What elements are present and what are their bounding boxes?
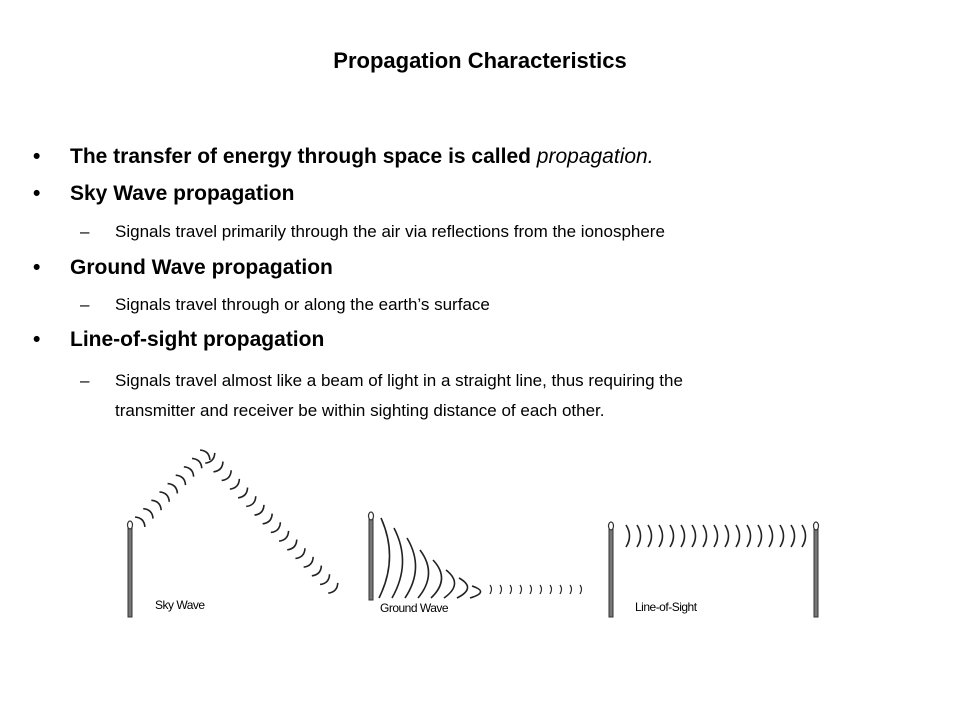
bullet-marker: • <box>33 182 41 205</box>
sky-wave-up-arc <box>135 516 146 527</box>
bullet-sky-wave: • Sky Wave propagation <box>33 182 294 206</box>
los-wave-arc <box>779 524 785 548</box>
sky-wave-down-arc <box>205 452 216 464</box>
ground-wave-dot <box>519 584 523 595</box>
los-wave-arc <box>691 524 697 548</box>
los-wave-arc <box>757 524 763 548</box>
dash-marker: – <box>80 222 90 241</box>
ground-wave-arc <box>391 527 404 599</box>
label-line-of-sight: Line-of-Sight <box>635 600 698 614</box>
slide-title: Propagation Characteristics <box>333 48 627 73</box>
los-wave-arc <box>713 524 719 548</box>
label-ground-wave: Ground Wave <box>380 601 449 615</box>
los-wave-arc <box>790 524 796 548</box>
ground-wave-dot <box>499 584 503 595</box>
sky-wave-down-arc <box>287 539 298 551</box>
sky-wave-down-arc <box>311 565 323 577</box>
sky-wave-down-arc <box>328 582 339 594</box>
los-wave-arc <box>724 524 730 548</box>
los-transmitter-antenna-tip <box>607 521 615 531</box>
sky-wave-up-arc <box>183 466 195 477</box>
ground-wave-arc <box>443 569 456 599</box>
sky-wave-up-arc <box>159 491 171 502</box>
ground-wave-arc <box>378 517 391 599</box>
los-wave-arc <box>680 524 686 548</box>
dash-marker: – <box>80 295 90 314</box>
ground-wave-dot <box>559 584 563 595</box>
ground-wave-antenna <box>368 518 374 601</box>
bullet-marker: • <box>33 328 41 351</box>
bullet-marker: • <box>33 145 41 168</box>
los-receiver-antenna <box>813 528 819 618</box>
sky-wave-down-arc <box>303 556 314 568</box>
sky-wave-down-arc <box>254 504 265 516</box>
sub-bullet-line-of-sight: – Signals travel almost like a beam of li… <box>80 371 683 391</box>
los-wave-arc <box>801 524 807 548</box>
bullet-line-of-sight: • Line-of-sight propagation <box>33 328 324 352</box>
ground-wave-arc <box>456 577 469 599</box>
sky-wave-down-arc <box>221 470 232 482</box>
sky-wave-down-arc <box>246 496 257 508</box>
sky-wave-down-arc <box>278 530 290 542</box>
ground-wave-dot <box>549 584 553 595</box>
los-wave-arc <box>735 524 741 548</box>
sub-bullet-continuation: transmitter and receiver be within sight… <box>115 401 605 420</box>
sky-wave-antenna-tip <box>126 520 134 530</box>
sky-wave-down-arc <box>229 478 241 490</box>
sub-bullet-ground-wave: – Signals travel through or along the ear… <box>80 295 490 315</box>
los-wave-arc <box>702 524 708 548</box>
sky-wave-up-arc <box>175 474 187 486</box>
ground-wave-dot <box>539 584 543 595</box>
sub-bullet-sky-wave: – Signals travel primarily through the ai… <box>80 222 665 242</box>
los-wave-arc <box>658 524 664 548</box>
ground-wave-dot <box>489 584 493 595</box>
los-wave-arc <box>625 524 631 548</box>
ground-wave-antenna-tip <box>367 511 375 521</box>
los-wave-arc <box>647 524 653 548</box>
sub-bullet-text: Signals travel almost like a beam of lig… <box>115 371 683 390</box>
sky-wave-up-arc <box>151 499 162 511</box>
bullet-marker: • <box>33 256 41 279</box>
ground-wave-dot <box>569 584 573 595</box>
bullet-propagation-definition: • The transfer of energy through space is… <box>33 145 654 169</box>
label-sky-wave: Sky Wave <box>155 598 205 612</box>
ground-wave-arc <box>404 537 417 599</box>
los-wave-arc <box>669 524 675 548</box>
sky-wave-up-arc <box>167 482 179 494</box>
sub-bullet-text: Signals travel through or along the eart… <box>115 295 490 314</box>
sky-wave-down-arc <box>213 461 224 473</box>
los-wave-arc <box>746 524 752 548</box>
sky-wave-down-arc <box>295 548 306 560</box>
sky-wave-down-arc <box>237 487 249 499</box>
ground-wave-arc <box>417 549 430 599</box>
los-receiver-antenna-tip <box>812 521 820 531</box>
ground-wave-arc <box>430 559 443 599</box>
ground-wave-arc <box>469 585 482 599</box>
sky-wave-down-arc <box>319 574 331 586</box>
los-wave-arc <box>768 524 774 548</box>
bullet-emphasis: propagation. <box>536 145 654 168</box>
sky-wave-up-arc <box>143 507 154 519</box>
los-wave-arc <box>636 524 642 548</box>
sky-wave-antenna <box>127 527 133 618</box>
bullet-text: The transfer of energy through space is … <box>70 145 537 168</box>
bullet-ground-wave: • Ground Wave propagation <box>33 256 333 280</box>
ground-wave-dot <box>529 584 533 595</box>
los-transmitter-antenna <box>608 528 614 618</box>
sky-wave-down-arc <box>262 513 273 525</box>
bullet-text: Ground Wave propagation <box>70 256 333 279</box>
ground-wave-dot <box>509 584 513 595</box>
bullet-text: Sky Wave propagation <box>70 182 295 205</box>
sky-wave-up-arc <box>200 449 211 460</box>
sky-wave-down-arc <box>270 522 282 534</box>
bullet-text: Line-of-sight propagation <box>70 328 325 351</box>
sky-wave-up-arc <box>191 457 203 469</box>
ground-wave-dot <box>579 584 583 595</box>
sub-bullet-text: Signals travel primarily through the air… <box>115 222 665 241</box>
dash-marker: – <box>80 371 90 390</box>
